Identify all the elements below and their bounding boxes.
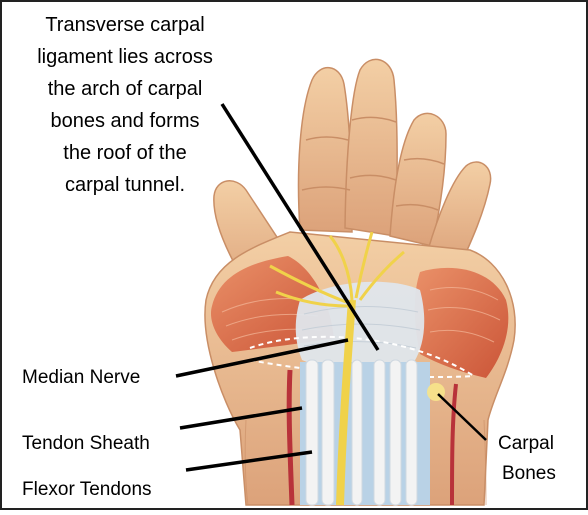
description-line-4: bones and forms	[0, 110, 250, 133]
description-line-1: Transverse carpal	[0, 14, 250, 37]
description-line-6: carpal tunnel.	[0, 174, 250, 197]
flexor-tendons-shape	[306, 360, 417, 505]
description-line-5: the roof of the	[0, 142, 250, 165]
description-line-3: the arch of carpal	[0, 78, 250, 101]
median-nerve-label: Median Nerve	[22, 366, 140, 390]
radial-artery	[289, 370, 292, 505]
flexor-tendons-label: Flexor Tendons	[22, 478, 152, 502]
carpal-bones-label-line-2: Bones	[502, 462, 556, 486]
carpal-bones-label-line-1: Carpal	[498, 432, 554, 456]
tendon-sheath-label: Tendon Sheath	[22, 432, 150, 456]
transverse-carpal-ligament	[296, 282, 425, 370]
description-line-2: ligament lies across	[0, 46, 250, 69]
